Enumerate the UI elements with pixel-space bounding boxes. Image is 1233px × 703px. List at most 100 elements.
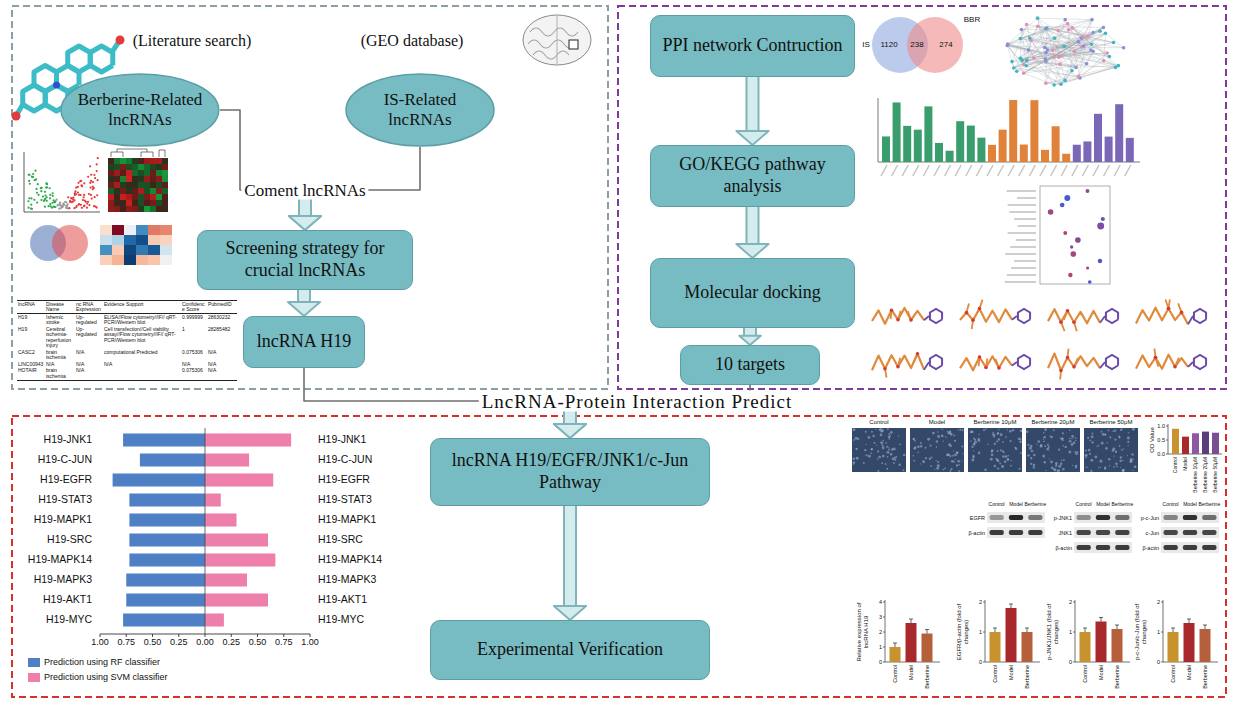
illustration-part bbox=[1164, 545, 1178, 550]
illustration-part bbox=[983, 602, 985, 603]
axis-tick: 0.25 bbox=[170, 638, 188, 648]
table-cell: HOTAIR bbox=[17, 368, 45, 380]
illustration-part bbox=[46, 196, 48, 198]
illustration-part bbox=[1045, 48, 1119, 66]
illustration-part bbox=[936, 446, 938, 448]
illustration-part bbox=[1048, 209, 1054, 215]
illustration-part bbox=[1014, 447, 1016, 449]
illustration-part bbox=[150, 206, 156, 212]
illustration-part bbox=[1168, 632, 1179, 662]
illustration-part bbox=[1105, 137, 1113, 162]
illustration-part bbox=[113, 474, 205, 487]
illustration-part bbox=[954, 459, 955, 460]
illustration-part bbox=[1108, 429, 1110, 431]
process-box: PPI network Contruction bbox=[650, 15, 855, 77]
illustration-part bbox=[79, 194, 81, 196]
illustration-part bbox=[746, 207, 760, 245]
illustration-part bbox=[1050, 461, 1053, 464]
illustration-part bbox=[112, 235, 124, 245]
illustration-part bbox=[978, 434, 979, 435]
illustration-part bbox=[1020, 20, 1092, 39]
illustration-part bbox=[1060, 463, 1062, 465]
illustration-part bbox=[554, 424, 586, 438]
illustration-part bbox=[148, 255, 160, 265]
illustration-part bbox=[73, 207, 75, 209]
illustration-part bbox=[288, 302, 320, 316]
node-label: Experimental Verification bbox=[477, 639, 663, 661]
illustration-part bbox=[970, 431, 973, 434]
axis-tick: 0.0 bbox=[1157, 451, 1165, 457]
illustration-part bbox=[138, 164, 144, 170]
illustration-part bbox=[126, 188, 132, 194]
illustration-part bbox=[1072, 320, 1076, 324]
illustration-part bbox=[1027, 24, 1088, 36]
illustration-part bbox=[927, 630, 928, 634]
illustration-part bbox=[1180, 311, 1184, 315]
illustration-part bbox=[1011, 604, 1012, 608]
illustration-part bbox=[144, 176, 150, 182]
illustration-part bbox=[114, 188, 120, 194]
table-cell: LINC00943 bbox=[17, 361, 45, 368]
lane-label: Model bbox=[1096, 502, 1110, 508]
pair-label: H19-C-JUN bbox=[38, 454, 92, 466]
illustration-part bbox=[126, 194, 132, 200]
illustration-part bbox=[1042, 454, 1045, 457]
illustration-part bbox=[132, 200, 138, 206]
illustration-part bbox=[1173, 365, 1177, 369]
illustration-part bbox=[853, 461, 855, 463]
illustration-part bbox=[289, 216, 321, 230]
illustration-part bbox=[1187, 619, 1191, 620]
illustration-part bbox=[120, 200, 126, 206]
axis-tick: 4 bbox=[879, 599, 882, 605]
illustration-part bbox=[1068, 451, 1071, 454]
illustration-part bbox=[948, 443, 951, 446]
illustration-part bbox=[978, 307, 982, 311]
illustration-part bbox=[37, 183, 39, 185]
illustration-part bbox=[1112, 448, 1115, 451]
illustration-part bbox=[996, 458, 999, 461]
illustration-part bbox=[150, 176, 156, 182]
axis-tick: 0.50 bbox=[249, 638, 267, 648]
illustration-part bbox=[997, 467, 999, 469]
illustration-part bbox=[985, 600, 1040, 662]
pair-label: H19-STAT3 bbox=[38, 494, 92, 506]
illustration-part bbox=[961, 461, 962, 462]
ellipse-shape bbox=[346, 74, 494, 146]
axis-category: Control bbox=[892, 665, 898, 683]
illustration-part bbox=[956, 121, 964, 162]
illustration-part bbox=[1053, 468, 1055, 470]
lane-label: Control bbox=[1163, 502, 1179, 508]
illustration-part bbox=[1067, 28, 1071, 32]
illustration-part bbox=[930, 465, 932, 467]
illustration-part bbox=[1114, 430, 1116, 432]
illustration-part bbox=[736, 244, 768, 258]
blot-label: EGFR bbox=[970, 514, 985, 520]
illustration-part bbox=[123, 614, 205, 627]
illustration-part bbox=[932, 432, 935, 435]
illustration-part bbox=[289, 216, 321, 230]
illustration-part bbox=[79, 180, 81, 182]
illustration-part bbox=[1004, 460, 1007, 463]
illustration-part bbox=[958, 429, 959, 430]
illustration-part bbox=[68, 207, 70, 209]
pair-label: H19-MAPK14 bbox=[28, 554, 92, 566]
axis-category: Berberine bbox=[1202, 665, 1208, 689]
illustration-part bbox=[1060, 203, 1065, 208]
illustration-part bbox=[162, 164, 168, 170]
illustration-part bbox=[990, 458, 993, 461]
illustration-part bbox=[978, 355, 982, 359]
illustration-part bbox=[1027, 40, 1031, 60]
pair-label: H19-MAPK14 bbox=[318, 554, 382, 566]
illustration-part bbox=[1161, 527, 1219, 538]
axis-tick: 1 bbox=[1157, 629, 1160, 635]
illustration-part bbox=[887, 428, 889, 430]
illustration-part bbox=[160, 255, 172, 265]
lane-label: Berberine bbox=[1198, 502, 1220, 508]
illustration-part bbox=[83, 182, 85, 184]
process-box: Molecular docking bbox=[650, 258, 855, 328]
table-cell: N/A bbox=[103, 361, 181, 368]
illustration-part bbox=[1104, 165, 1110, 176]
illustration-part bbox=[1113, 466, 1115, 468]
illustration-part bbox=[1081, 38, 1113, 42]
lane-label: Berberine bbox=[1111, 502, 1133, 508]
